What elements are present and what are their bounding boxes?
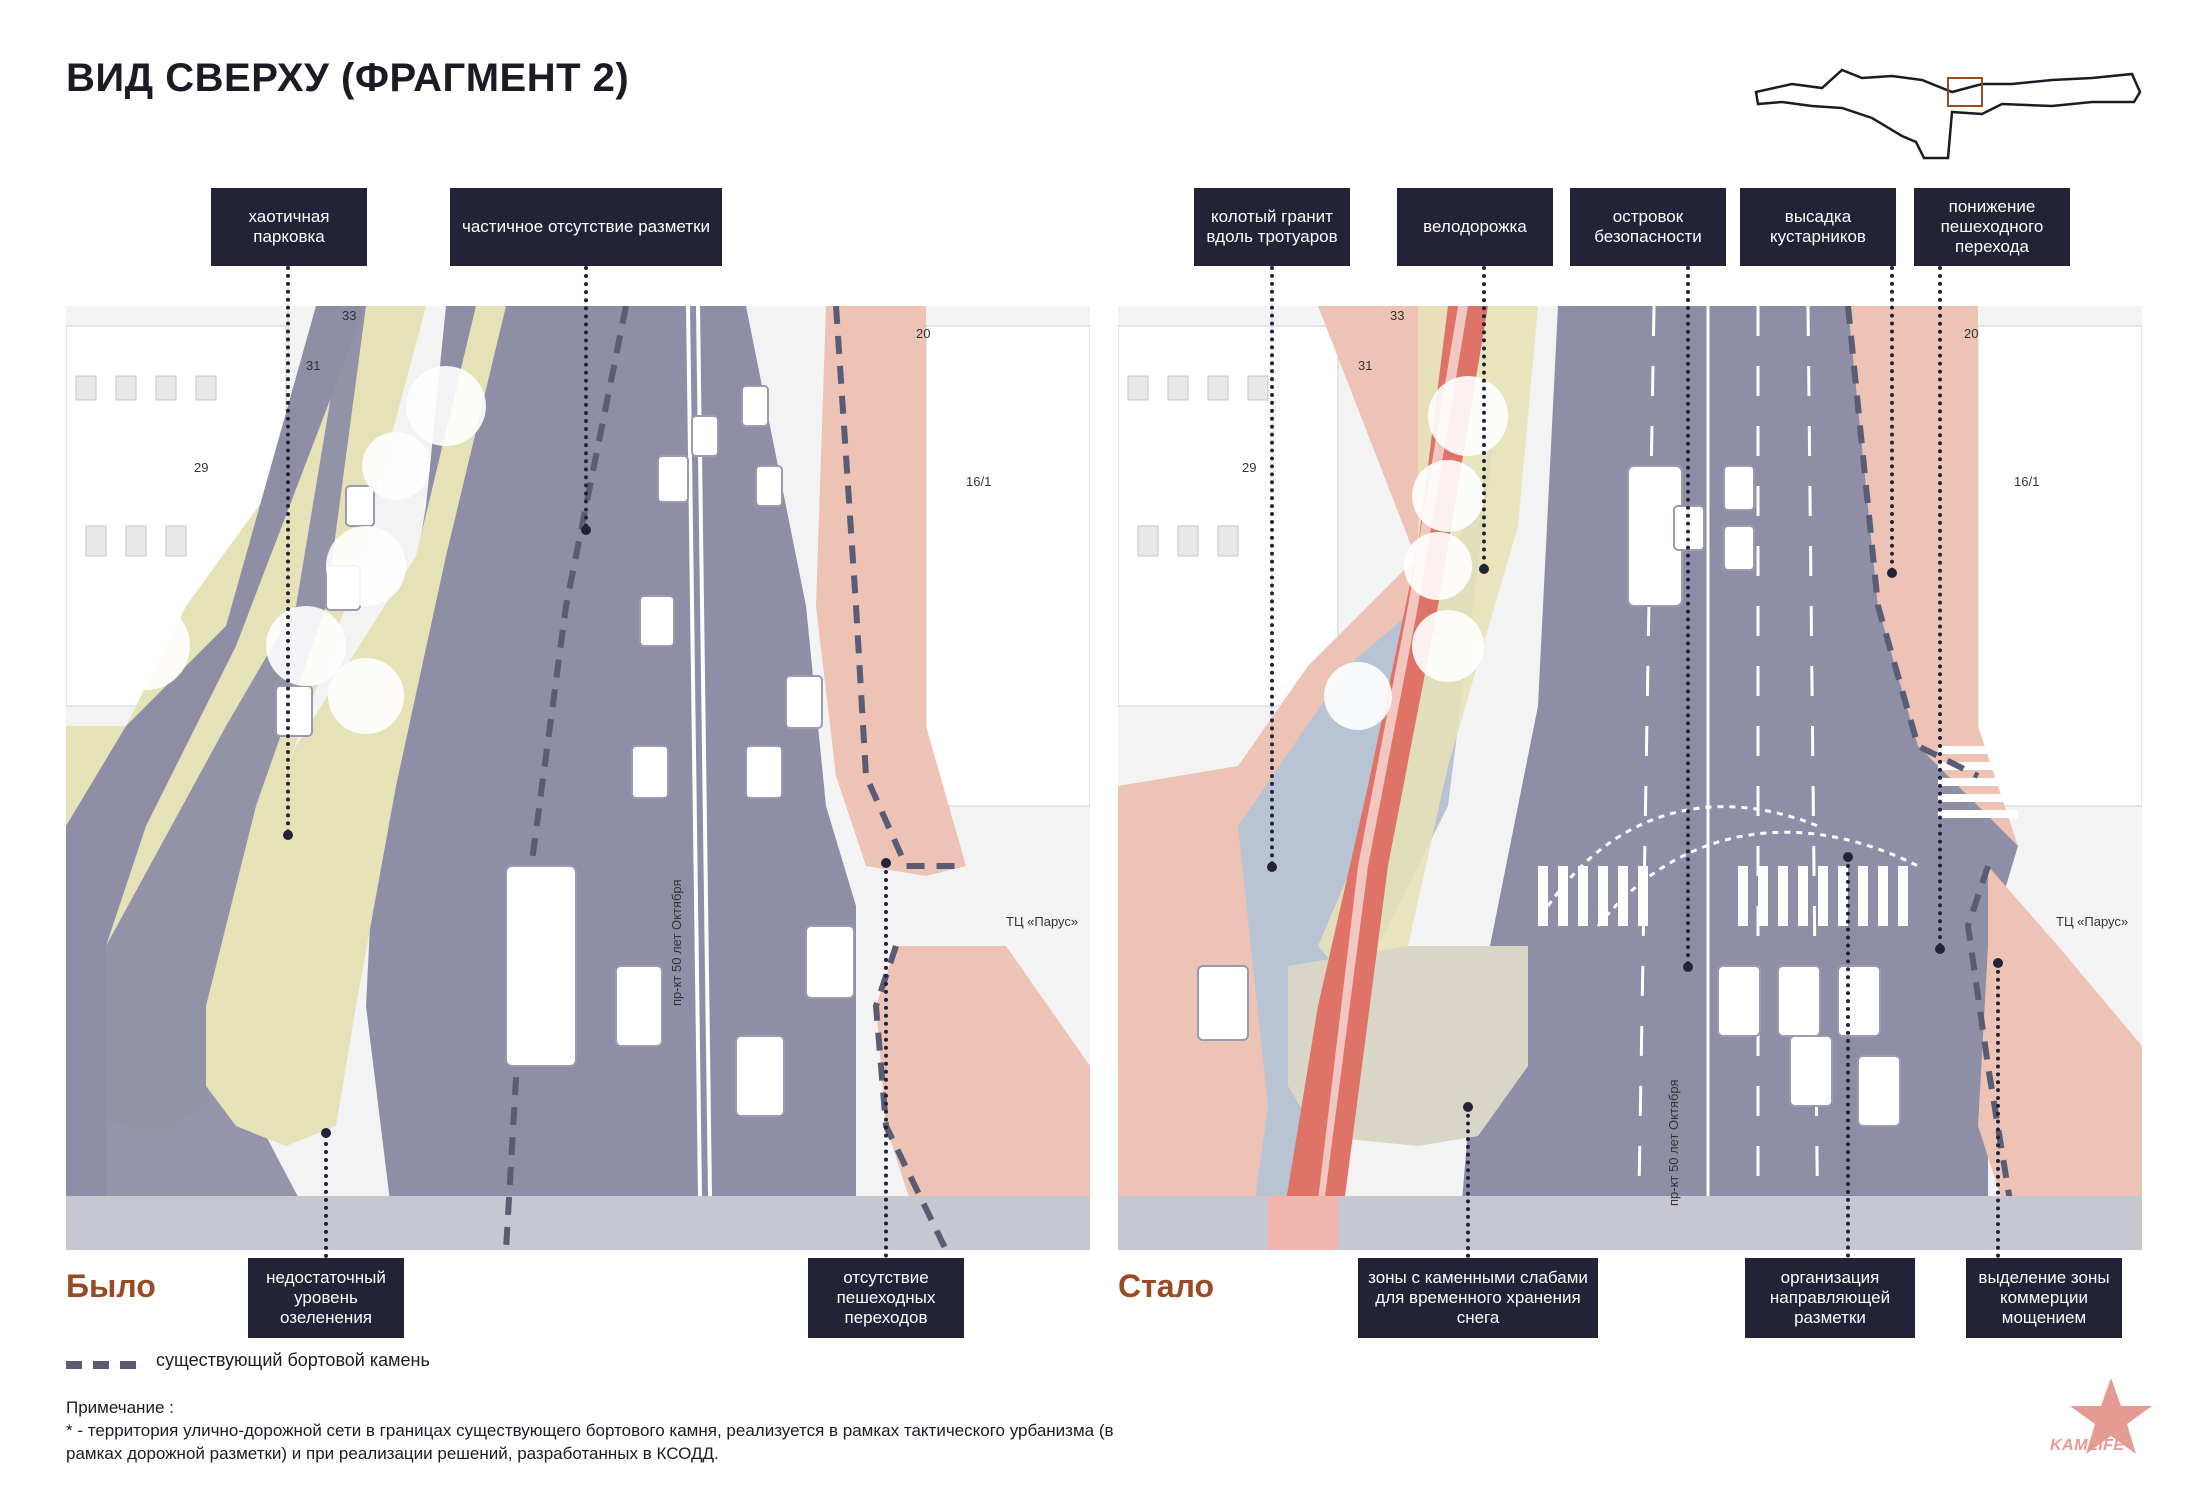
brand-logo-text: KAMLIFE (2050, 1437, 2125, 1454)
leader-no-crossings (884, 862, 888, 1258)
building-number-29: 29 (194, 460, 208, 475)
callout-no-crossings: отсутствие пешеходных переходов (808, 1258, 964, 1338)
callout-bike-lane: велодорожка (1397, 188, 1553, 266)
building-number-31: 31 (1358, 358, 1372, 373)
callout-chaotic-parking: хаотичная парковка (211, 188, 367, 266)
building-number-33: 33 (1390, 308, 1404, 323)
leader-dot (1683, 962, 1693, 972)
leader-lowered-crossing (1938, 266, 1942, 948)
mall-label: ТЦ «Парус» (1006, 914, 1078, 929)
leader-stone-slabs (1466, 1106, 1470, 1258)
leader-commerce-zone (1996, 962, 2000, 1258)
leader-direction-marking (1846, 856, 1850, 1258)
curb-legend-swatch (66, 1361, 136, 1369)
leader-dot (881, 858, 891, 868)
leader-dot (1993, 958, 2003, 968)
building-number-33: 33 (342, 308, 356, 323)
building-number-16-1: 16/1 (2014, 474, 2039, 489)
leader-bike-lane (1482, 266, 1486, 568)
leader-dot (1843, 852, 1853, 862)
leader-dot (1935, 944, 1945, 954)
callout-granite: колотый гранит вдоль тротуаров (1194, 188, 1350, 266)
footnote-heading: Примечание : (66, 1398, 174, 1417)
callout-direction-marking: организация направляющей разметки (1745, 1258, 1915, 1338)
building-number-20: 20 (916, 326, 930, 341)
leader-dot (321, 1128, 331, 1138)
avenue-label: пр-кт 50 лет Октября (669, 879, 684, 1006)
building-number-31: 31 (306, 358, 320, 373)
star-logo-icon (2070, 1378, 2152, 1454)
before-panel: 33 31 29 20 16/1 ТЦ «Парус» пр-кт 50 лет… (66, 306, 1090, 1250)
leader-dot (1887, 568, 1897, 578)
leader-insufficient-greening (324, 1134, 328, 1258)
leader-dot (283, 830, 293, 840)
building-number-16-1: 16/1 (966, 474, 991, 489)
callout-partial-marking: частичное отсутствие разметки (450, 188, 722, 266)
callout-safety-island: островок безопасности (1570, 188, 1726, 266)
callout-lowered-crossing: понижение пешеходного перехода (1914, 188, 2070, 266)
after-label: Стало (1118, 1268, 1215, 1304)
leader-chaotic-parking (286, 266, 290, 834)
before-label: Было (66, 1268, 156, 1304)
leader-dot (1463, 1102, 1473, 1112)
building-number-20: 20 (1964, 326, 1978, 341)
building-number-29: 29 (1242, 460, 1256, 475)
leader-dot (581, 525, 591, 535)
footnote: Примечание : * - территория улично-дорож… (66, 1396, 1166, 1465)
curb-legend-text: существующий бортовой камень (156, 1350, 430, 1370)
mall-label: ТЦ «Парус» (2056, 914, 2128, 929)
callout-stone-slabs: зоны с каменными слабами для временного … (1358, 1258, 1598, 1338)
leader-dot (1479, 564, 1489, 574)
leader-dot (1267, 862, 1277, 872)
footnote-text: * - территория улично-дорожной сети в гр… (66, 1421, 1114, 1463)
avenue-label: пр-кт 50 лет Октября (1666, 1079, 1681, 1206)
callout-insufficient-greening: недостаточный уровень озеленения (248, 1258, 404, 1338)
callout-shrubs: высадка кустарников (1740, 188, 1896, 266)
before-plan-drawing: 33 31 29 20 16/1 ТЦ «Парус» пр-кт 50 лет… (66, 306, 1090, 1250)
leader-partial-marking (584, 266, 588, 528)
leader-shrubs (1890, 266, 1894, 572)
location-minimap (1754, 68, 2142, 160)
callout-commerce-zone: выделение зоны коммерции мощением (1966, 1258, 2122, 1338)
leader-safety-island (1686, 266, 1690, 966)
page-title: ВИД СВЕРХУ (ФРАГМЕНТ 2) (66, 56, 630, 100)
leader-granite (1270, 266, 1274, 866)
